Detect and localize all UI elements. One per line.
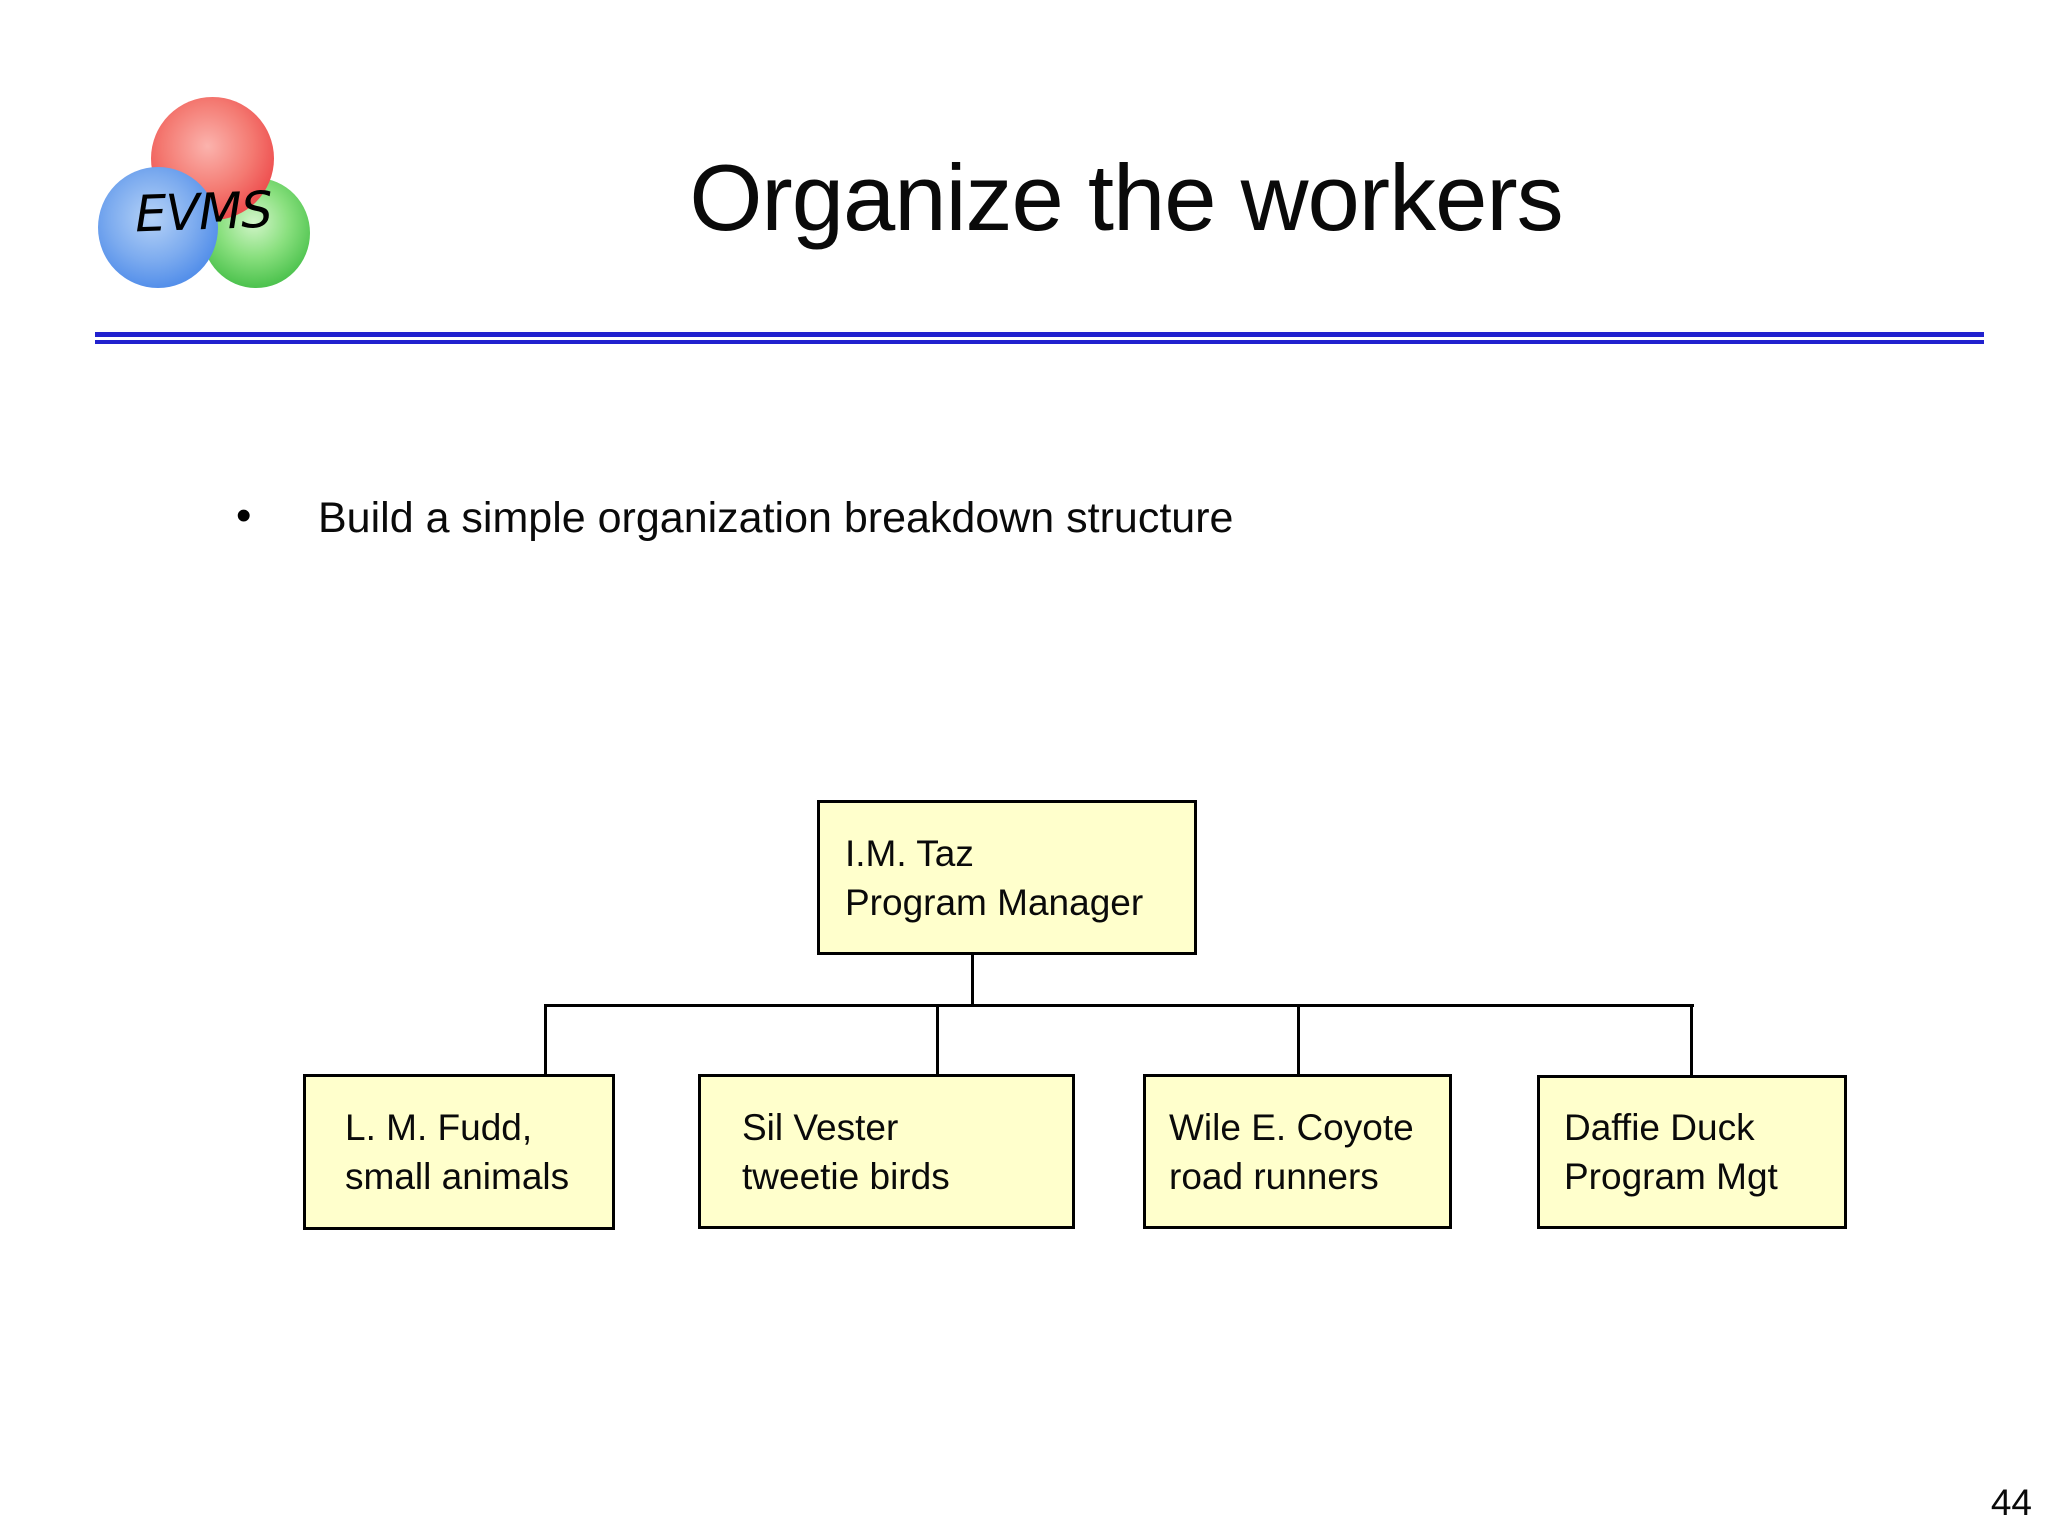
org-child-name: L. M. Fudd, (345, 1107, 533, 1148)
connector-drop-1 (544, 1004, 547, 1076)
org-root-role: Program Manager (845, 881, 1144, 923)
connector-horizontal (544, 1004, 1694, 1007)
org-box-child-3: Wile E. Coyote road runners (1143, 1074, 1452, 1229)
org-child-name: Daffie Duck (1564, 1107, 1755, 1148)
org-child-role: tweetie birds (742, 1155, 950, 1197)
org-box-child-4: Daffie Duck Program Mgt (1537, 1075, 1847, 1229)
bullet-icon: • (236, 491, 252, 540)
connector-drop-3 (1297, 1004, 1300, 1076)
org-box-child-1: L. M. Fudd, small animals (303, 1074, 615, 1230)
org-child-role: road runners (1169, 1155, 1379, 1197)
title-divider-top (95, 332, 1984, 337)
page-number: 44 (1990, 1482, 2032, 1523)
evms-logo: EVMS (75, 75, 335, 315)
org-child-role: small animals (345, 1156, 570, 1197)
connector-drop-2 (936, 1004, 939, 1076)
page-title: Organize the workers (689, 145, 1563, 250)
org-child-name: Sil Vester (742, 1106, 899, 1148)
org-box-root: I.M. Taz Program Manager (817, 800, 1197, 955)
org-child-role: Program Mgt (1564, 1156, 1778, 1197)
title-divider-bottom (95, 340, 1984, 344)
org-box-child-2: Sil Vester tweetie birds (698, 1074, 1075, 1229)
connector-drop-4 (1690, 1004, 1693, 1077)
org-child-name: Wile E. Coyote (1169, 1106, 1414, 1148)
org-root-name: I.M. Taz (845, 832, 974, 874)
connector-root-drop (971, 953, 974, 1007)
bullet-text: Build a simple organization breakdown st… (318, 494, 1234, 542)
logo-blue-circle-icon (98, 167, 218, 288)
